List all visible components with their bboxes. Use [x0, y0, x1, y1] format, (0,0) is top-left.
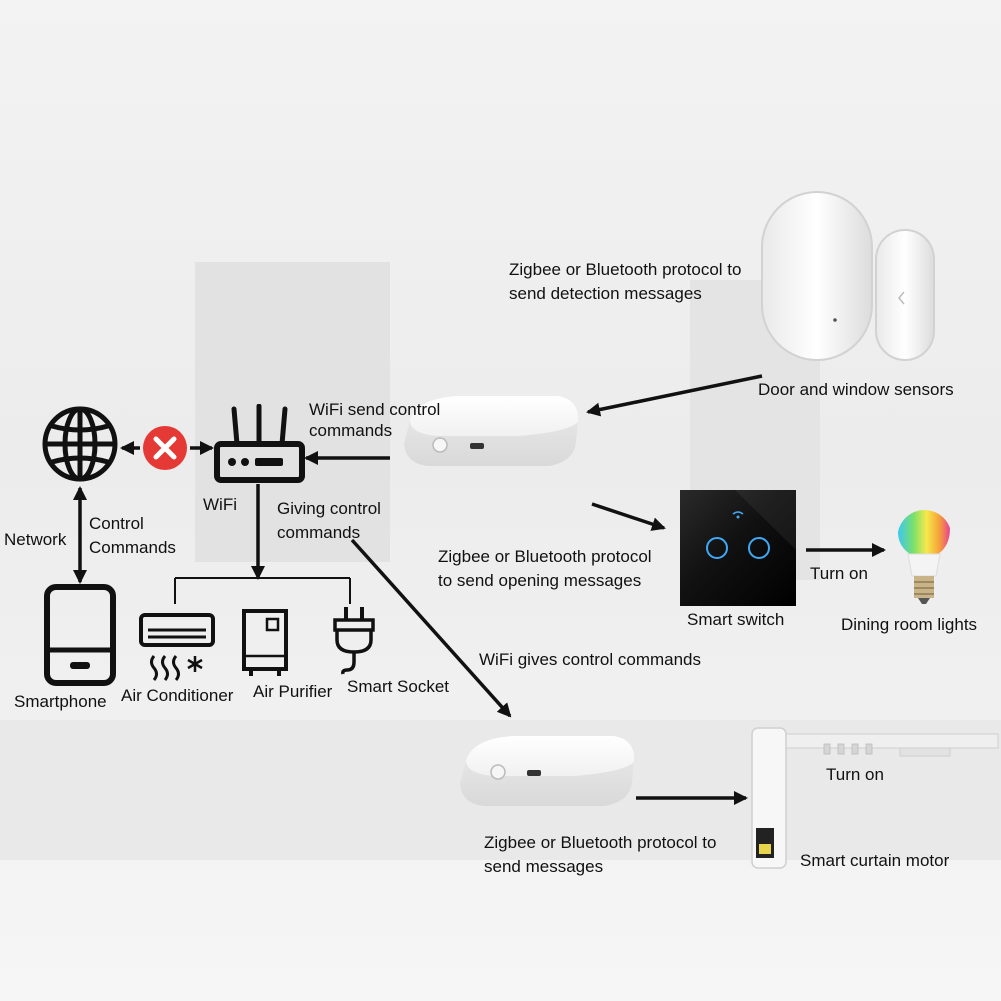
label-zigbee-opening: Zigbee or Bluetooth protocol to send ope… — [438, 547, 652, 590]
label-wifi-send-control: WiFi send control commands — [309, 400, 441, 440]
router-icon — [214, 404, 305, 483]
label-zigbee-messages: Zigbee or Bluetooth protocol to send mes… — [484, 833, 717, 876]
air-purifier-icon — [242, 609, 288, 676]
label-control-commands: Control Commands — [89, 514, 176, 557]
touch-switch — [680, 490, 796, 606]
label-turn-on-lights: Turn on — [810, 564, 868, 583]
label-smartphone: Smartphone — [14, 692, 107, 711]
rgb-bulb — [898, 509, 950, 604]
plug-icon — [333, 607, 375, 675]
globe-icon — [42, 406, 118, 482]
curtain-motor — [751, 727, 999, 869]
label-turn-on-curtain: Turn on — [826, 765, 884, 784]
gateway-hub-top — [404, 396, 579, 466]
label-dining-room-lights: Dining room lights — [841, 615, 978, 634]
label-smart-curtain-motor: Smart curtain motor — [800, 851, 950, 870]
label-zigbee-detection: Zigbee or Bluetooth protocol to send det… — [509, 260, 742, 303]
gateway-hub-bottom — [460, 736, 635, 806]
label-giving-control: Giving control commands — [277, 499, 381, 542]
label-smart-switch: Smart switch — [687, 610, 785, 629]
label-network: Network — [4, 530, 67, 549]
background-window-left — [195, 262, 390, 562]
label-wifi-gives-control: WiFi gives control commands — [479, 650, 702, 669]
label-door-window-sensors: Door and window sensors — [758, 380, 954, 399]
label-air-conditioner: Air Conditioner — [121, 686, 234, 705]
label-wifi: WiFi — [203, 495, 237, 514]
door-sensor — [761, 191, 935, 361]
air-conditioner-icon — [139, 613, 215, 681]
label-air-purifier: Air Purifier — [253, 682, 333, 701]
label-smart-socket: Smart Socket — [347, 677, 450, 696]
smartphone-icon — [44, 584, 116, 686]
close-icon — [143, 426, 187, 470]
